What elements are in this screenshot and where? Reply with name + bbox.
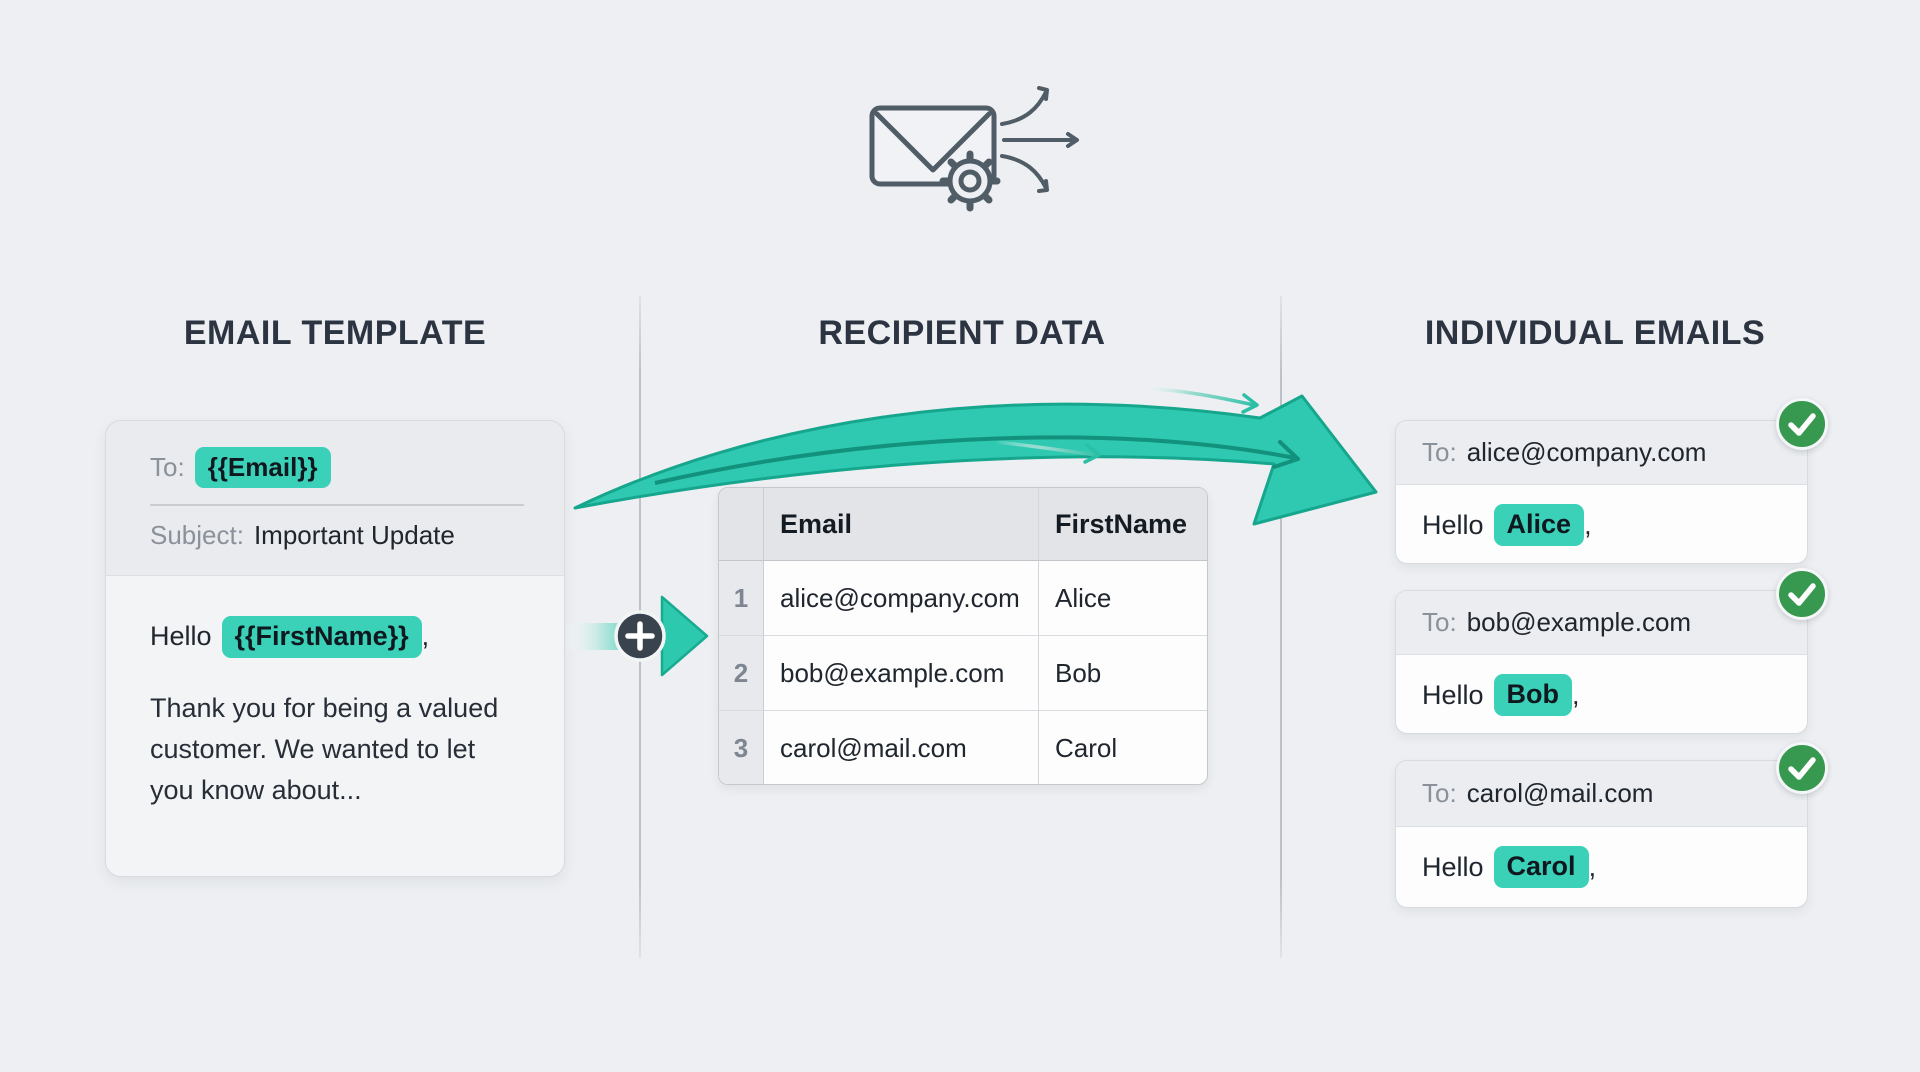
greeting-comma: , <box>1588 851 1597 882</box>
thin-accent-arrow-top <box>1137 386 1259 414</box>
greeting-prefix: Hello <box>1422 851 1484 882</box>
greeting-comma: , <box>1572 679 1580 710</box>
name-chip: Carol <box>1493 846 1589 888</box>
to-label: To: <box>1422 778 1457 808</box>
column-title-individual-emails: INDIVIDUAL EMAILS <box>1424 314 1766 352</box>
template-subject-line: Subject: Important Update <box>150 520 524 551</box>
right-block-arrow-icon <box>660 595 709 677</box>
email-template-card: To: {{Email}} Subject: Important Update He… <box>105 420 565 877</box>
email-card-body: Hello Alice, <box>1396 485 1807 563</box>
table-header-email: Email <box>764 488 1039 561</box>
table-cell-firstname: Alice <box>1039 561 1207 636</box>
greeting-prefix: Hello <box>1422 679 1484 710</box>
column-title-recipient-data: RECIPIENT DATA <box>818 314 1106 352</box>
email-token-chip: {{Email}} <box>194 447 331 488</box>
template-greeting-line: Hello {{FirstName}}, <box>150 616 520 658</box>
table-cell-email: alice@company.com <box>764 561 1039 636</box>
check-icon <box>1788 757 1816 780</box>
curved-swoosh-arrow-icon <box>573 386 1378 526</box>
name-chip: Bob <box>1493 674 1573 716</box>
envelope-gear-fanout-icon <box>869 86 1079 212</box>
gear-icon <box>939 150 1001 212</box>
table-corner-cell <box>719 488 764 561</box>
swoosh-inner-line <box>654 435 1296 485</box>
greeting-comma: , <box>1584 509 1592 540</box>
sent-check-badge <box>1776 568 1828 620</box>
swoosh-arrow-body <box>573 394 1378 526</box>
swoosh-inner-arrowhead <box>1272 440 1300 469</box>
sent-check-badge <box>1776 398 1828 450</box>
to-label: To: <box>1422 437 1457 467</box>
greeting-comma: , <box>421 621 430 651</box>
template-body-text: Thank you for being a valued customer. W… <box>150 692 499 805</box>
to-label: To: <box>1422 607 1457 637</box>
name-chip: Alice <box>1493 504 1585 546</box>
to-value: bob@example.com <box>1466 607 1692 637</box>
to-value: carol@mail.com <box>1466 778 1654 808</box>
template-card-header: To: {{Email}} Subject: Important Update <box>106 421 564 576</box>
merge-step-group <box>566 595 709 677</box>
table-cell-email: bob@example.com <box>764 636 1039 711</box>
row-number: 1 <box>719 561 764 636</box>
table-cell-firstname: Bob <box>1039 636 1207 711</box>
greeting-prefix: Hello <box>150 621 212 651</box>
recipient-data-table: Email FirstName 1 alice@company.com Alic… <box>718 487 1208 785</box>
row-number: 2 <box>719 636 764 711</box>
sent-check-badge <box>1776 742 1828 794</box>
table-header-firstname: FirstName <box>1039 488 1207 561</box>
individual-email-card: To: alice@company.com Hello Alice, <box>1395 420 1808 564</box>
to-value: alice@company.com <box>1466 437 1707 467</box>
subject-label: Subject: <box>150 519 244 550</box>
email-card-header: To: alice@company.com <box>1396 421 1807 485</box>
firstname-token-chip: {{FirstName}} <box>221 616 422 658</box>
email-card-header: To: bob@example.com <box>1396 591 1807 655</box>
greeting-prefix: Hello <box>1422 509 1484 540</box>
column-title-email-template: EMAIL TEMPLATE <box>183 314 487 352</box>
check-icon <box>1788 583 1816 606</box>
template-header-rule <box>150 503 524 506</box>
subject-value: Important Update <box>253 519 455 550</box>
thin-accent-arrow-bottom <box>996 440 1101 464</box>
template-to-line: To: {{Email}} <box>150 447 524 488</box>
table-cell-email: carol@mail.com <box>764 711 1039 784</box>
row-number: 3 <box>719 711 764 784</box>
email-card-header: To: carol@mail.com <box>1396 761 1807 827</box>
email-card-body: Hello Bob, <box>1396 655 1807 733</box>
plus-icon <box>625 621 655 651</box>
individual-email-card: To: bob@example.com Hello Bob, <box>1395 590 1808 734</box>
to-label: To: <box>150 452 185 482</box>
email-card-body: Hello Carol, <box>1396 827 1807 907</box>
table-cell-firstname: Carol <box>1055 733 1118 763</box>
template-card-body: Hello {{FirstName}}, Thank you for being … <box>106 576 564 811</box>
column-divider-right <box>1280 296 1282 958</box>
individual-email-card: To: carol@mail.com Hello Carol, <box>1395 760 1808 908</box>
check-icon <box>1788 413 1816 436</box>
fanout-arrows-icon <box>1000 86 1079 193</box>
